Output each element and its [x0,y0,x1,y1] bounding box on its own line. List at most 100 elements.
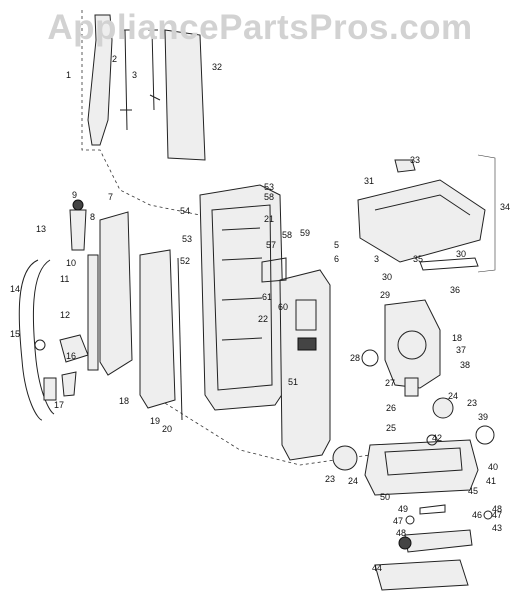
callout-label-59: 59 [300,228,310,238]
callout-label-19: 19 [150,416,160,426]
part-24-wheel-lower [332,445,358,471]
callout-label-30: 30 [456,249,466,259]
part-21-ribs [221,227,263,341]
callout-label-16: 16 [66,351,76,361]
callout-label-28: 28 [350,353,360,363]
callout-label-39: 39 [478,412,488,422]
callout-label-21: 21 [264,214,274,224]
part-18-motor [397,330,427,360]
callout-label-32: 32 [212,62,222,72]
part-48-end-cap [398,536,412,550]
callout-label-35: 35 [413,254,423,264]
part-39-ring [475,425,495,445]
part-8-cap [72,199,84,211]
part-1-handle [87,14,113,146]
callout-label-23: 23 [467,398,477,408]
callout-label-24: 24 [448,391,458,401]
bracket-34 [477,154,496,273]
callout-label-37: 37 [456,345,466,355]
callout-label-49: 49 [398,504,408,514]
callout-label-53: 53 [182,234,192,244]
part-43-brushroll [404,529,473,553]
callout-label-25: 25 [386,423,396,433]
part-47-bearing-left [405,515,415,525]
callout-label-10: 10 [66,258,76,268]
callout-label-5: 5 [334,240,339,250]
callout-label-15: 15 [10,329,20,339]
part-51-indicator [297,337,317,351]
dashed-group-outline-handle [81,10,201,216]
part-13-hose [18,259,55,421]
callout-label-34: 34 [500,202,510,212]
part-33-knob [394,159,416,173]
callout-label-33: 33 [410,155,420,165]
part-16-crevice-tool [61,371,77,397]
callout-label-50: 50 [380,492,390,502]
part-27-belt [404,377,419,397]
callout-label-54: 54 [180,206,190,216]
callout-label-57: 57 [266,240,276,250]
callout-label-36: 36 [450,285,460,295]
part-42-bushing [426,434,438,446]
part-15-fitting [34,339,46,351]
callout-label-51: 51 [288,377,298,387]
callout-label-47: 47 [393,516,403,526]
callout-label-48: 48 [492,504,502,514]
callout-label-45: 45 [468,486,478,496]
callout-label-58: 58 [264,192,274,202]
part-21-inner-housing [211,204,273,391]
callout-label-26: 26 [386,403,396,413]
part-37-motor-housing [384,299,441,389]
callout-label-42: 42 [432,433,442,443]
callout-label-31: 31 [364,176,374,186]
callout-label-38: 38 [460,360,470,370]
part-51-front-panel [279,269,331,461]
part-3-clip [148,29,161,111]
callout-label-20: 20 [162,424,172,434]
part-2-cord-hook [120,29,132,131]
callout-label-60: 60 [278,302,288,312]
part-53-body-frame [199,184,286,411]
callout-label-44: 44 [372,563,382,573]
part-57-bracket [261,257,287,283]
part-24-wheel-upper [432,397,454,419]
part-11-wand [87,254,99,371]
part-19-rear-housing [139,249,176,409]
callout-label-1: 1 [66,70,71,80]
part-40-base-inner [384,447,463,476]
callout-label-58: 58 [282,230,292,240]
callout-label-3: 3 [132,70,137,80]
part-9-wand-end [69,209,87,251]
part-34-hood [357,179,486,263]
callout-label-46: 46 [472,510,482,520]
callout-label-13: 13 [36,224,46,234]
part-28-ring [361,349,379,367]
part-7-hose-housing [99,211,133,376]
callout-label-47: 47 [492,510,502,520]
callout-label-11: 11 [60,274,69,284]
callout-label-24: 24 [348,476,358,486]
callout-label-29: 29 [380,290,390,300]
callout-label-41: 41 [486,476,496,486]
callout-label-6: 6 [334,254,339,264]
part-44-bottom-plate [374,559,469,591]
callout-label-40: 40 [488,462,498,472]
callout-label-30: 30 [382,272,392,282]
part-47-bearing-right [483,510,493,520]
part-34-hood-ridge [374,194,471,216]
callout-label-61: 61 [262,292,272,302]
callout-label-53: 53 [264,182,274,192]
callout-label-8: 8 [90,212,95,222]
callout-label-14: 14 [10,284,20,294]
part-32-bag-cover [164,29,206,161]
callout-label-7: 7 [108,192,113,202]
part-40-base [364,439,479,496]
part-17-brush [43,377,57,401]
callout-label-48: 48 [396,528,406,538]
part-51-window [295,299,317,331]
callout-label-23: 23 [325,474,335,484]
callout-label-52: 52 [180,256,190,266]
